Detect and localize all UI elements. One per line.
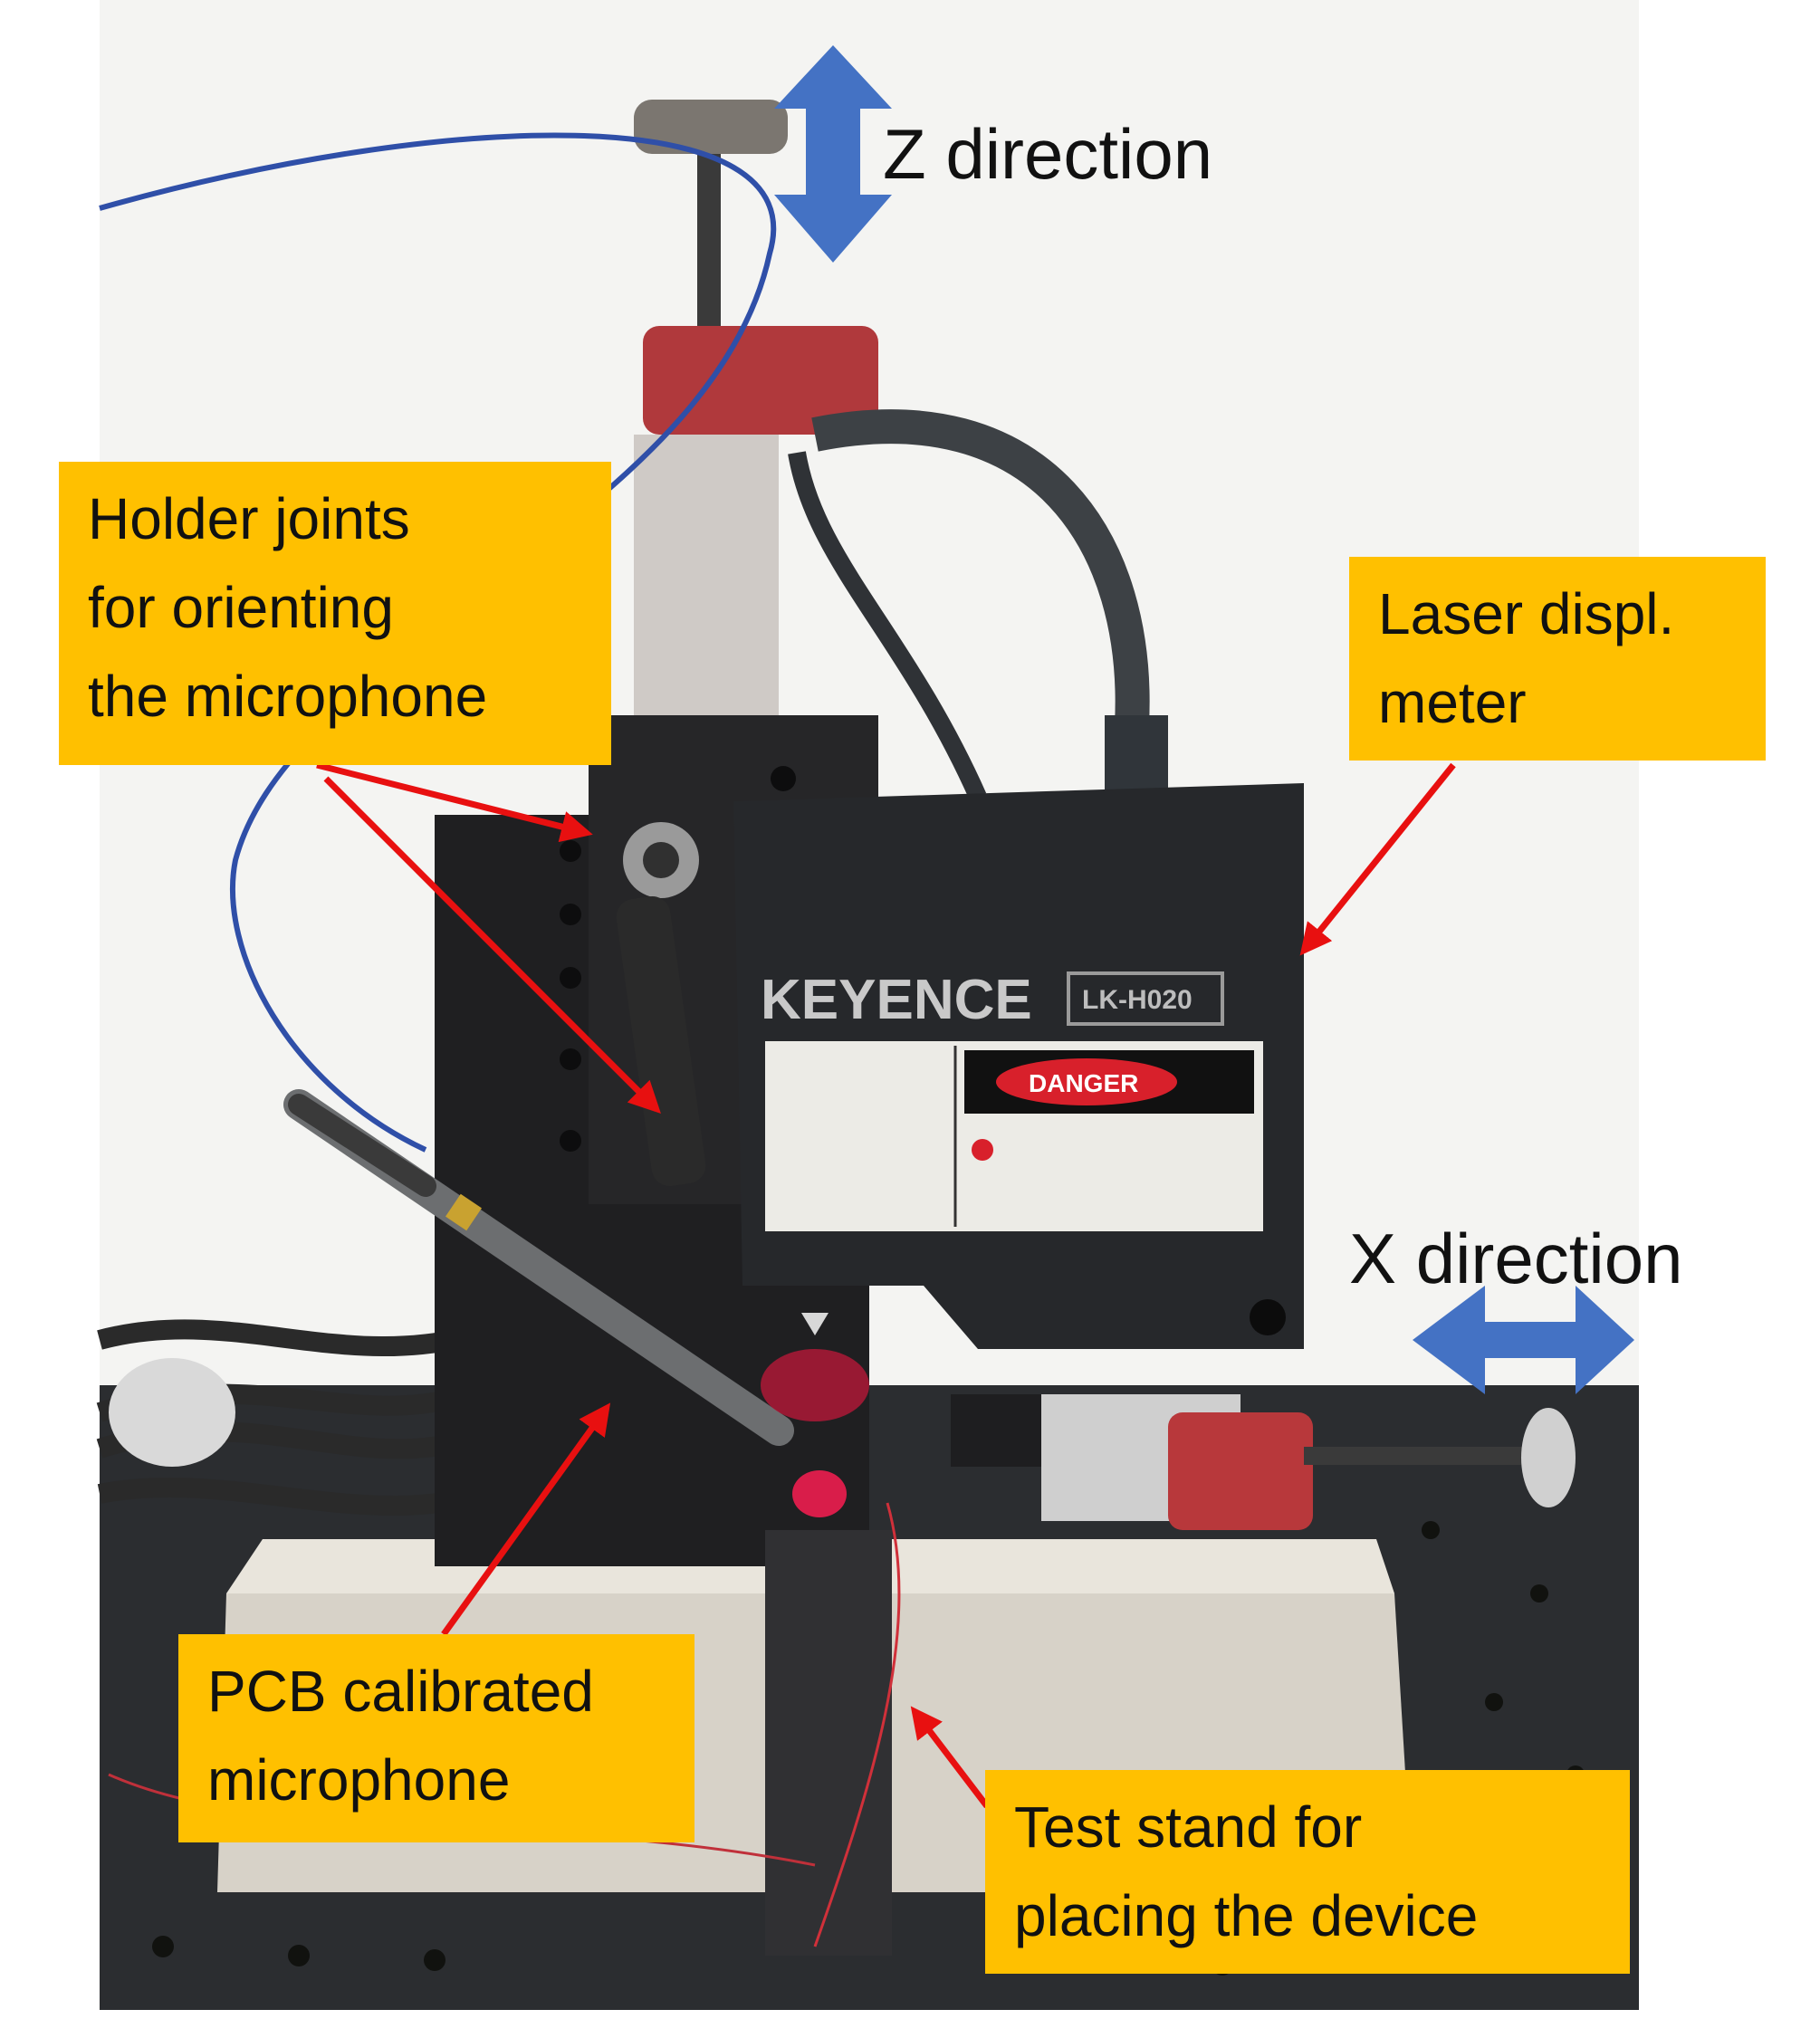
stand-label-line-2: placing the device — [1014, 1883, 1479, 1948]
laser-label-line-2: meter — [1378, 670, 1527, 735]
holder-label-line-2: for orienting — [88, 575, 394, 640]
microphone-cable-end — [288, 1094, 436, 1197]
laser-meter-model-frame — [1067, 971, 1224, 1026]
annotation-arrows — [316, 761, 1456, 1809]
z-direction-arrow — [774, 45, 892, 263]
z-rod — [697, 136, 721, 344]
holder-label-line-1: Holder joints — [88, 486, 410, 551]
z-direction-label: Z direction — [883, 114, 1213, 194]
test-stand-label: Test stand for placing the device — [985, 1770, 1630, 1974]
arrow-laser-meter — [1299, 762, 1456, 956]
pcb-microphone-label: PCB calibrated microphone — [178, 1634, 694, 1842]
x-clamp — [1168, 1412, 1313, 1530]
z-clamp — [643, 326, 878, 435]
arrow-holder-joint-lower — [323, 776, 661, 1114]
device-wire-1 — [813, 1502, 901, 1947]
cable-holder — [109, 1358, 235, 1467]
microphone-band — [445, 1193, 482, 1231]
cable-connector — [1105, 715, 1168, 797]
holder-arm — [616, 895, 706, 1187]
laser-label-line-1: Laser displ. — [1378, 581, 1675, 646]
danger-text: DANGER — [1029, 1069, 1138, 1097]
test-stand — [765, 1530, 892, 1956]
x-direction-arrow — [1413, 1286, 1634, 1394]
laser-meter-label: Laser displ. meter — [1349, 557, 1766, 761]
arrow-test-stand — [910, 1706, 990, 1809]
danger-oval — [996, 1058, 1177, 1105]
x-rod — [1304, 1447, 1539, 1465]
x-direction-label: X direction — [1349, 1219, 1683, 1298]
laser-spot-lower — [792, 1470, 847, 1517]
laser-hazard-symbol — [972, 1139, 993, 1161]
stand-label-line-1: Test stand for — [1014, 1794, 1363, 1860]
laser-spot — [761, 1349, 869, 1421]
thin-cable — [788, 451, 987, 801]
pcb-label-line-2: microphone — [207, 1747, 511, 1813]
pcb-label-line-1: PCB calibrated — [207, 1659, 594, 1724]
holder-joints-label: Holder joints for orienting the micropho… — [59, 462, 611, 765]
sensor-cable — [811, 409, 1150, 725]
laser-meter-model: LK-H020 — [1082, 985, 1193, 1015]
support-column — [634, 435, 779, 733]
laser-meter-brand: KEYENCE — [761, 969, 1032, 1031]
laser-aperture-mark — [801, 1313, 829, 1335]
holder-label-line-3: the microphone — [88, 664, 488, 729]
meter-mount-hole — [1250, 1299, 1286, 1335]
arrow-pcb-microphone — [441, 1402, 611, 1637]
z-knob — [634, 100, 788, 154]
arrow-holder-joint-top — [316, 761, 593, 843]
x-knob — [1521, 1408, 1576, 1507]
